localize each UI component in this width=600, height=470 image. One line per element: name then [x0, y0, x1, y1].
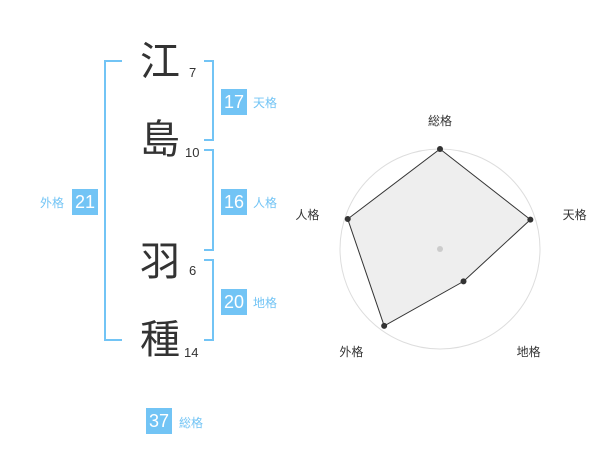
radar-axis-label-3: 地格 — [517, 344, 541, 359]
name-char-3: 羽 — [140, 239, 180, 285]
gaikaku-score: 21 — [72, 189, 98, 215]
name-char-3-strokes: 6 — [189, 263, 197, 278]
chikaku-bracket — [204, 259, 214, 341]
gaikaku-bracket — [104, 60, 122, 341]
jinkaku-bracket — [204, 149, 214, 251]
jinkaku-label: 人格 — [253, 196, 278, 210]
radar-point-1 — [437, 146, 443, 152]
tenkaku-bracket — [204, 60, 214, 141]
jinkaku-score: 16 — [221, 189, 247, 215]
name-char-2: 島 — [140, 117, 180, 163]
name-char-1-strokes: 7 — [189, 65, 197, 80]
gaikaku-label: 外格 — [40, 196, 65, 210]
radar-point-4 — [381, 322, 388, 329]
soukaku-score: 37 — [146, 408, 172, 434]
chikaku-label: 地格 — [253, 296, 278, 310]
name-char-4: 種 — [140, 317, 180, 363]
name-char-1: 江 — [140, 39, 180, 85]
radar-center-dot — [437, 246, 443, 252]
tenkaku-label: 天格 — [253, 96, 278, 110]
name-char-4-strokes: 14 — [184, 345, 199, 360]
radar-points — [344, 146, 534, 329]
soukaku-label: 総格 — [179, 416, 204, 430]
radar-axis-label-1: 総格 — [428, 113, 452, 128]
radar-axis-label-4: 外格 — [339, 344, 363, 359]
radar-series-polygon — [347, 148, 532, 327]
radar-axis-label-2: 天格 — [563, 207, 587, 222]
name-char-2-strokes: 10 — [185, 145, 200, 160]
radar-axis-label-5: 人格 — [295, 207, 319, 222]
tenkaku-score: 17 — [221, 89, 247, 115]
chikaku-score: 20 — [221, 289, 247, 315]
radar-point-5 — [344, 216, 351, 223]
radar-point-2 — [527, 216, 534, 223]
radar-point-3 — [460, 278, 467, 285]
